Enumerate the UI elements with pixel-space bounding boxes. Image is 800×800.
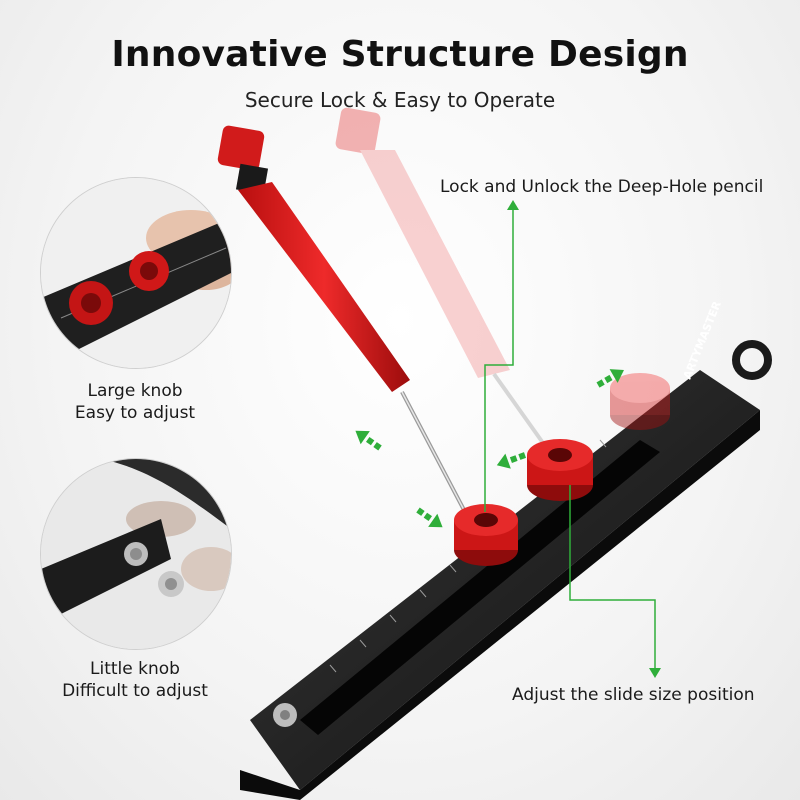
brand-logo: ARTYMASTER [681, 299, 724, 381]
red-knob-left [454, 504, 518, 566]
large-knob-closeup-image [40, 177, 232, 369]
pencil-ghost [335, 107, 550, 452]
little-knob-label: Little knob [90, 659, 180, 679]
lock-unlock-callout: Lock and Unlock the Deep-Hole pencil [440, 177, 764, 197]
large-knob-sublabel: Easy to adjust [74, 403, 196, 423]
pencil-main [217, 125, 466, 511]
adjust-slide-callout: Adjust the slide size position [512, 685, 755, 705]
little-knob-closeup-image [40, 458, 232, 650]
svg-text:ARTYMASTER: ARTYMASTER [681, 299, 724, 381]
little-knob-illustration [41, 459, 231, 649]
page-subtitle: Secure Lock & Easy to Operate [244, 88, 556, 112]
large-knob-label: Large knob [87, 381, 183, 401]
red-knob-right [527, 439, 593, 501]
large-knob-illustration [41, 178, 231, 368]
motion-arrows [355, 369, 624, 528]
page-title: Innovative Structure Design [111, 34, 689, 75]
red-knob-ghost [610, 373, 670, 430]
scribe-tool-body [240, 340, 772, 800]
little-knob-sublabel: Difficult to adjust [62, 681, 208, 701]
